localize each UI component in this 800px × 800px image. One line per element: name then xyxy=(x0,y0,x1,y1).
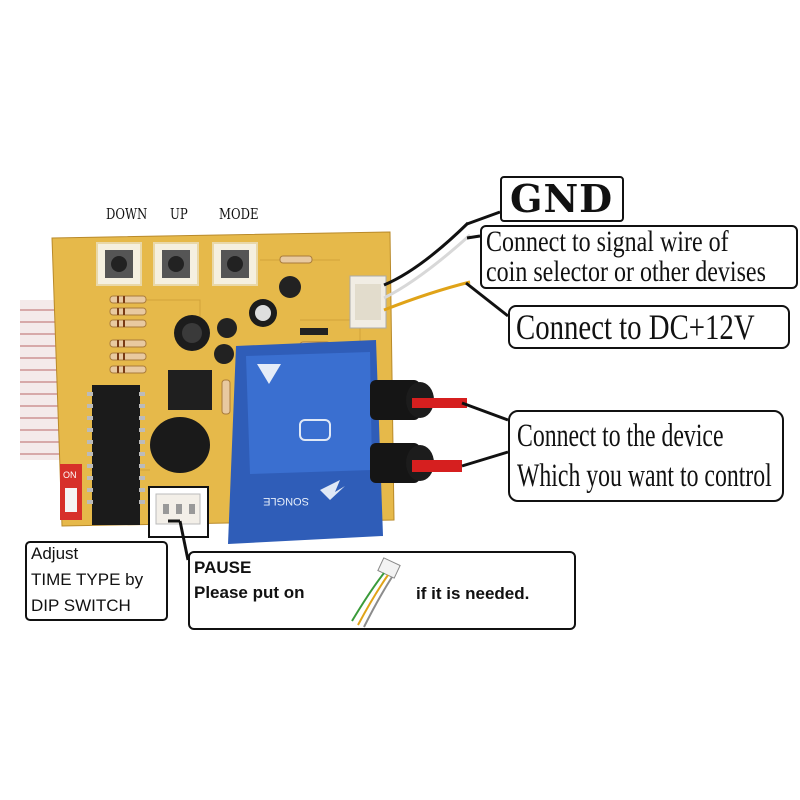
adjust-text-line3: DIP SWITCH xyxy=(31,596,131,615)
up-button-label: UP xyxy=(170,205,188,223)
tact-buttons xyxy=(96,242,258,286)
leader-lines xyxy=(168,210,509,561)
down-button-label: DOWN xyxy=(106,205,148,223)
gnd-label: GND xyxy=(510,176,614,221)
capacitors xyxy=(150,276,328,473)
power-connector xyxy=(349,221,472,329)
button-highlights xyxy=(96,242,258,286)
signal-callout: Connect to signal wire of coin selector … xyxy=(480,225,798,289)
pause-connector xyxy=(148,486,209,538)
power-callout: Connect to DC+12V xyxy=(508,305,790,349)
dip-on-label: ON xyxy=(63,470,77,480)
mode-button-label: MODE xyxy=(219,205,259,223)
jumper-wire-icon xyxy=(351,557,401,628)
dip-switch: ON xyxy=(60,464,82,520)
pause-text-suffix: if it is needed. xyxy=(416,584,530,603)
adjust-text-line2: TIME TYPE by xyxy=(31,570,144,589)
power-text: Connect to DC+12V xyxy=(516,307,755,347)
adjust-text-line1: Adjust xyxy=(31,544,79,563)
device-text-line2: Which you want to control xyxy=(517,458,772,494)
device-callout: Connect to the device Which you want to … xyxy=(508,410,784,502)
pause-callout: PAUSE Please put on if it is needed. xyxy=(188,551,576,630)
gnd-callout: GND xyxy=(500,176,624,222)
device-text-line1: Connect to the device xyxy=(517,418,724,454)
load-terminals xyxy=(370,380,467,483)
pause-title: PAUSE xyxy=(194,558,252,577)
pause-text: Please put on xyxy=(194,583,305,602)
relay-brand: SONGLE xyxy=(263,495,309,507)
relay: SONGLE xyxy=(228,340,383,544)
ic-chips xyxy=(87,370,212,525)
signal-text-line2: coin selector or other devises xyxy=(486,255,766,288)
signal-text-line1: Connect to signal wire of xyxy=(486,225,729,258)
adjust-callout: Adjust TIME TYPE by DIP SWITCH xyxy=(25,541,168,621)
